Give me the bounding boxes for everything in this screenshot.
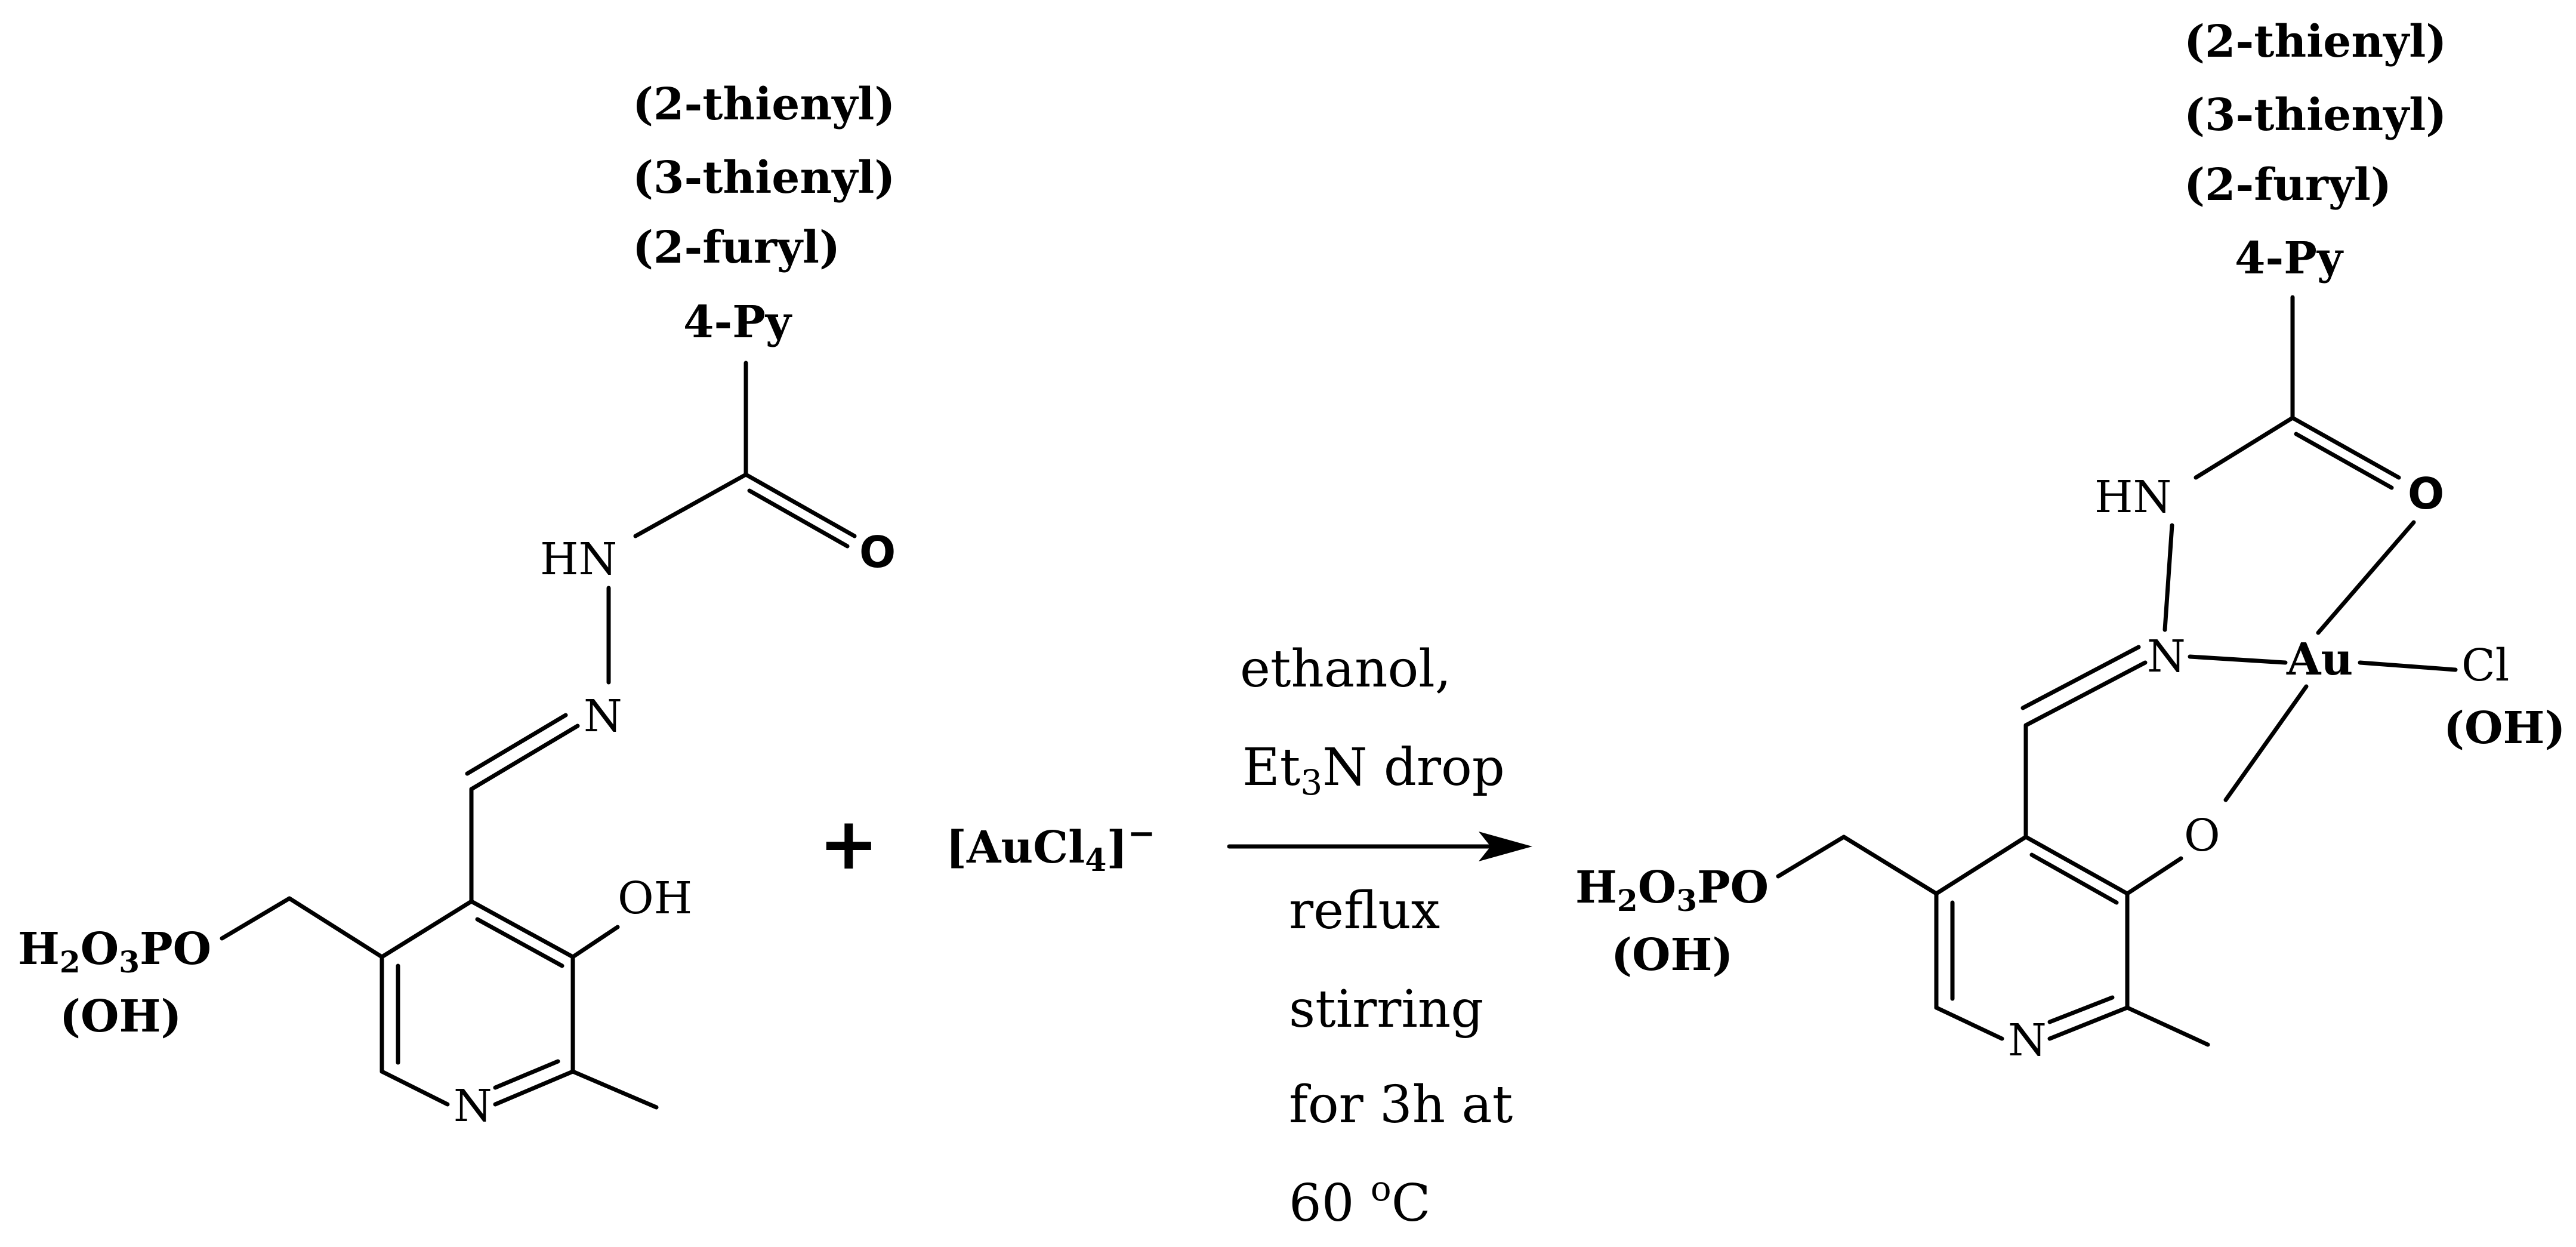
reactant-c-oh-bond [570, 925, 620, 959]
reactant-substituent-list: (2-thienyl) (3-thienyl) (2-furyl) 4-Py [633, 79, 895, 348]
reactant-ring-bond [380, 1069, 450, 1107]
product-o-au-bond [2316, 520, 2416, 635]
condition-time: for 3h at [1289, 1075, 1513, 1135]
product-substituent-4: 4-Py [2235, 233, 2344, 284]
product-imine-n-label: N [2147, 631, 2186, 682]
product-ring-bond [2023, 835, 2130, 896]
product-ring-bond-inner [2029, 852, 2119, 905]
arrowhead [1479, 832, 1532, 861]
product-ring-bond-inner [2047, 995, 2115, 1024]
reaction-arrow [1227, 832, 1532, 861]
condition-solvent: ethanol, [1240, 639, 1451, 699]
reactant-nh-label: HN [540, 534, 617, 585]
reactant-ring-bond-inner [493, 1059, 560, 1090]
reactant-ring-bond [469, 899, 575, 959]
reactant-ring-n-label: N [454, 1080, 492, 1132]
product-substituent-1: (2-thienyl) [2184, 16, 2447, 67]
product-nh-label: HN [2094, 472, 2171, 523]
product-carbonyl-c-nh-bond [2194, 415, 2295, 480]
reactant-carbonyl-double-bond [744, 472, 857, 538]
product-n-au-bond [2188, 654, 2288, 665]
reactant-carbonyl-double-bond-inner [747, 488, 850, 549]
product-phosphate-label: H2O3PO [1575, 862, 1769, 918]
product-imine-double-bond [2023, 660, 2148, 728]
reactant-ch2-o-bond [220, 896, 292, 941]
reaction-conditions: ethanol, Et3N drop reflux stirring for 3… [1240, 639, 1513, 1233]
reactant-ring-ch2-bond [287, 896, 384, 959]
reactant-methyl-bond [570, 1069, 659, 1110]
product-phosphate-alt-label: (OH) [1611, 929, 1733, 981]
reactant-ring-bond [380, 899, 474, 959]
product-chloride-alt-label: (OH) [2444, 703, 2565, 754]
reactant-substituent-4: 4-Py [683, 297, 792, 348]
product-carbonyl-double-bond-inner [2294, 432, 2394, 490]
reactant-oh-label: OH [618, 873, 692, 924]
product-ring-bond [1934, 835, 2028, 896]
reactant-carbonyl-o-label: O [859, 527, 896, 577]
reactant-substituent-3: (2-furyl) [633, 222, 840, 273]
product-phenolate-o-label: O [2184, 810, 2220, 861]
gold-salt-label: [AuCl4]− [946, 814, 1155, 879]
reactant-substituent-2: (3-thienyl) [633, 152, 895, 204]
product-complex: (2-thienyl) (3-thienyl) (2-furyl) 4-Py H… [1575, 16, 2565, 1066]
condition-base: Et3N drop [1242, 738, 1505, 803]
reactant-substituent-1: (2-thienyl) [633, 79, 895, 130]
product-nh-n-bond [2162, 523, 2174, 632]
reactant-ring-bond [493, 1069, 575, 1107]
condition-stirring: stirring [1289, 980, 1483, 1039]
product-au-phenolate-bond [2223, 684, 2309, 802]
product-au-cl-bond [2358, 660, 2458, 672]
product-ring-ch2-bond [1841, 835, 1939, 896]
product-methyl-bond [2125, 1005, 2210, 1047]
product-imine-double-bond-inner [2020, 645, 2141, 710]
condition-reflux: reflux [1289, 881, 1440, 941]
product-carbonyl-double-bond [2290, 415, 2401, 480]
product-chloride-label: Cl [2461, 640, 2509, 691]
product-bonds [1776, 295, 2458, 1047]
reactant-imine-n-label: N [584, 691, 622, 742]
product-ring-n-label: N [2008, 1015, 2047, 1066]
product-ring-bond [2047, 1005, 2130, 1041]
condition-temperature: 60 oC [1289, 1168, 1431, 1233]
reactant-imine-double-bond [469, 723, 580, 792]
product-gold-label: Au [2286, 634, 2353, 685]
reactant-phosphate-label: H2O3PO [18, 923, 211, 980]
product-c-o-bond [2125, 856, 2183, 896]
product-substituent-list: (2-thienyl) (3-thienyl) (2-furyl) 4-Py [2184, 16, 2447, 284]
plus-sign: + [819, 803, 879, 886]
product-carbonyl-o-label: O [2408, 469, 2444, 519]
reactant-imine-double-bond-inner [465, 713, 568, 776]
product-substituent-2: (3-thienyl) [2184, 90, 2447, 141]
product-ch2-o-bond [1776, 835, 1846, 879]
reactant-phosphate-alt-label: (OH) [60, 991, 181, 1042]
product-ring-bond [1934, 1005, 2004, 1041]
reactant-carbonyl-c-nh-bond [633, 472, 748, 538]
product-substituent-3: (2-furyl) [2184, 159, 2392, 211]
reactant-bonds [220, 361, 857, 1110]
reactant-ring-bond-inner [475, 917, 564, 968]
reactant-ligand: (2-thienyl) (3-thienyl) (2-furyl) 4-Py H… [18, 79, 896, 1132]
